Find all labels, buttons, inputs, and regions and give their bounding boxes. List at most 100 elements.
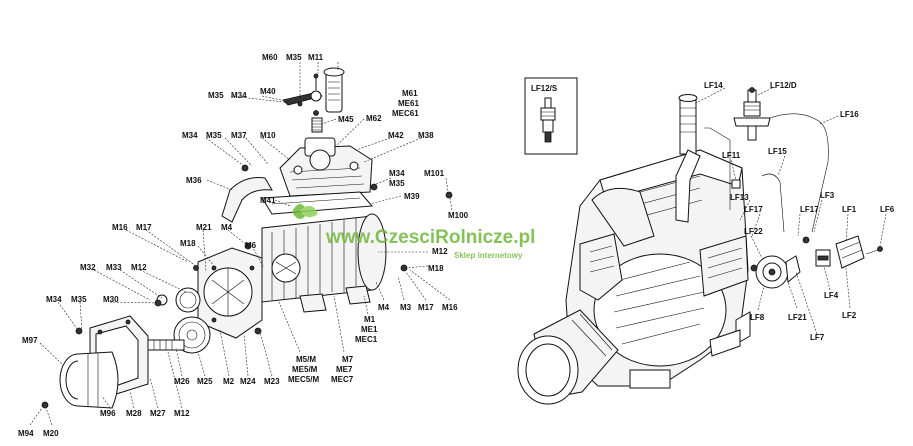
label-m12: M12 [131, 263, 147, 272]
manifold-cover [279, 137, 373, 197]
label-m96: M96 [100, 409, 116, 418]
leader-lines-left [29, 62, 453, 426]
label-m35: M35 [206, 131, 222, 140]
label-lf11: LF11 [722, 151, 741, 160]
label-lf17: LF17 [744, 205, 763, 214]
label-lf3: LF3 [820, 191, 835, 200]
label-lf16: LF16 [840, 110, 859, 119]
label-m38: M38 [418, 131, 434, 140]
label-me7: ME7 [336, 365, 353, 374]
label-m41: M41 [260, 196, 276, 205]
label-m35: M35 [286, 53, 302, 62]
part-labels-right: LF14 LF12/D LF16 LF15 LF11 LF13 LF3 LF17… [704, 81, 895, 342]
exhaust-pipe [675, 94, 701, 223]
label-m35: M35 [389, 179, 405, 188]
label-m3: M3 [400, 303, 412, 312]
label-me61: ME61 [398, 99, 419, 108]
label-lf7: LF7 [810, 333, 825, 342]
label-m32: M32 [80, 263, 96, 272]
label-m100: M100 [448, 211, 469, 220]
label-m35: M35 [71, 295, 87, 304]
label-lf12s: LF12/S [531, 84, 558, 93]
label-lf8: LF8 [750, 313, 765, 322]
label-me5m: ME5/M [292, 365, 318, 374]
label-m34: M34 [46, 295, 62, 304]
tube-lf16 [769, 113, 829, 233]
side-gauge [750, 255, 801, 289]
pump-body [261, 213, 387, 313]
label-m39: M39 [404, 192, 420, 201]
exploded-pump-view: M60 M35 M11 M61 ME61 MEC61 M35 M34 M40 M… [18, 53, 469, 438]
label-m28: M28 [126, 409, 142, 418]
label-m6: M6 [245, 241, 257, 250]
small-bolts [41, 110, 453, 409]
label-m35: M35 [208, 91, 224, 100]
suction-funnel [517, 233, 623, 405]
label-m97: M97 [22, 336, 38, 345]
label-lf14: LF14 [704, 81, 723, 90]
label-m23: M23 [264, 377, 280, 386]
gasket-plate [261, 191, 374, 215]
label-m34: M34 [389, 169, 405, 178]
label-m2: M2 [223, 377, 235, 386]
tube-lf15 [761, 173, 785, 233]
watermark-tagline: Sklep internetowy [454, 251, 523, 260]
front-flange [197, 247, 263, 339]
pump-casing [565, 149, 751, 389]
label-lf21: LF21 [788, 313, 807, 322]
label-m21: M21 [196, 223, 212, 232]
label-m24: M24 [240, 377, 256, 386]
drive-pulley [59, 351, 119, 409]
label-lf1: LF1 [842, 205, 857, 214]
label-m20: M20 [43, 429, 59, 438]
watermark-url: www.CzesciRolnicze.pl [325, 227, 535, 248]
label-m4: M4 [221, 223, 233, 232]
label-m16: M16 [442, 303, 458, 312]
label-m5m: M5/M [296, 355, 316, 364]
label-m60: M60 [262, 53, 278, 62]
label-m25: M25 [197, 377, 213, 386]
label-lf17: LF17 [800, 205, 819, 214]
label-m17: M17 [418, 303, 434, 312]
top-valve [733, 87, 771, 141]
label-m11: M11 [308, 53, 324, 62]
label-m27: M27 [150, 409, 166, 418]
label-lf22: LF22 [744, 227, 763, 236]
label-lf2: LF2 [842, 311, 857, 320]
part-labels-left: M60 M35 M11 M61 ME61 MEC61 M35 M34 M40 M… [18, 53, 469, 438]
label-mec61: MEC61 [392, 109, 419, 118]
label-m101: M101 [424, 169, 445, 178]
label-m61: M61 [402, 89, 418, 98]
leader-lines-right [693, 87, 887, 335]
label-m12: M12 [432, 247, 448, 256]
label-m45: M45 [338, 115, 354, 124]
label-m42: M42 [388, 131, 404, 140]
drive-gears [147, 287, 211, 354]
label-m40: M40 [260, 87, 276, 96]
lf-fitting-cluster [802, 235, 883, 269]
valve-assembly [282, 67, 345, 133]
label-m37: M37 [231, 131, 247, 140]
label-lf12d: LF12/D [770, 81, 797, 90]
label-m10: M10 [260, 131, 276, 140]
label-lf4: LF4 [824, 291, 839, 300]
label-m26: M26 [174, 377, 190, 386]
label-m4: M4 [378, 303, 390, 312]
tube-lf14 [704, 127, 731, 210]
label-me1: ME1 [361, 325, 378, 334]
label-m36: M36 [186, 176, 202, 185]
label-lf13: LF13 [730, 193, 749, 202]
label-m34: M34 [182, 131, 198, 140]
label-m12: M12 [174, 409, 190, 418]
label-lf6: LF6 [880, 205, 895, 214]
fitting-lf11 [731, 179, 741, 189]
label-mec7: MEC7 [331, 375, 354, 384]
elbow-pipe [221, 177, 273, 223]
label-m30: M30 [103, 295, 119, 304]
watermark-leaf-icon [300, 205, 318, 218]
label-m18: M18 [180, 239, 196, 248]
label-m94: M94 [18, 429, 34, 438]
label-m1: M1 [364, 315, 376, 324]
